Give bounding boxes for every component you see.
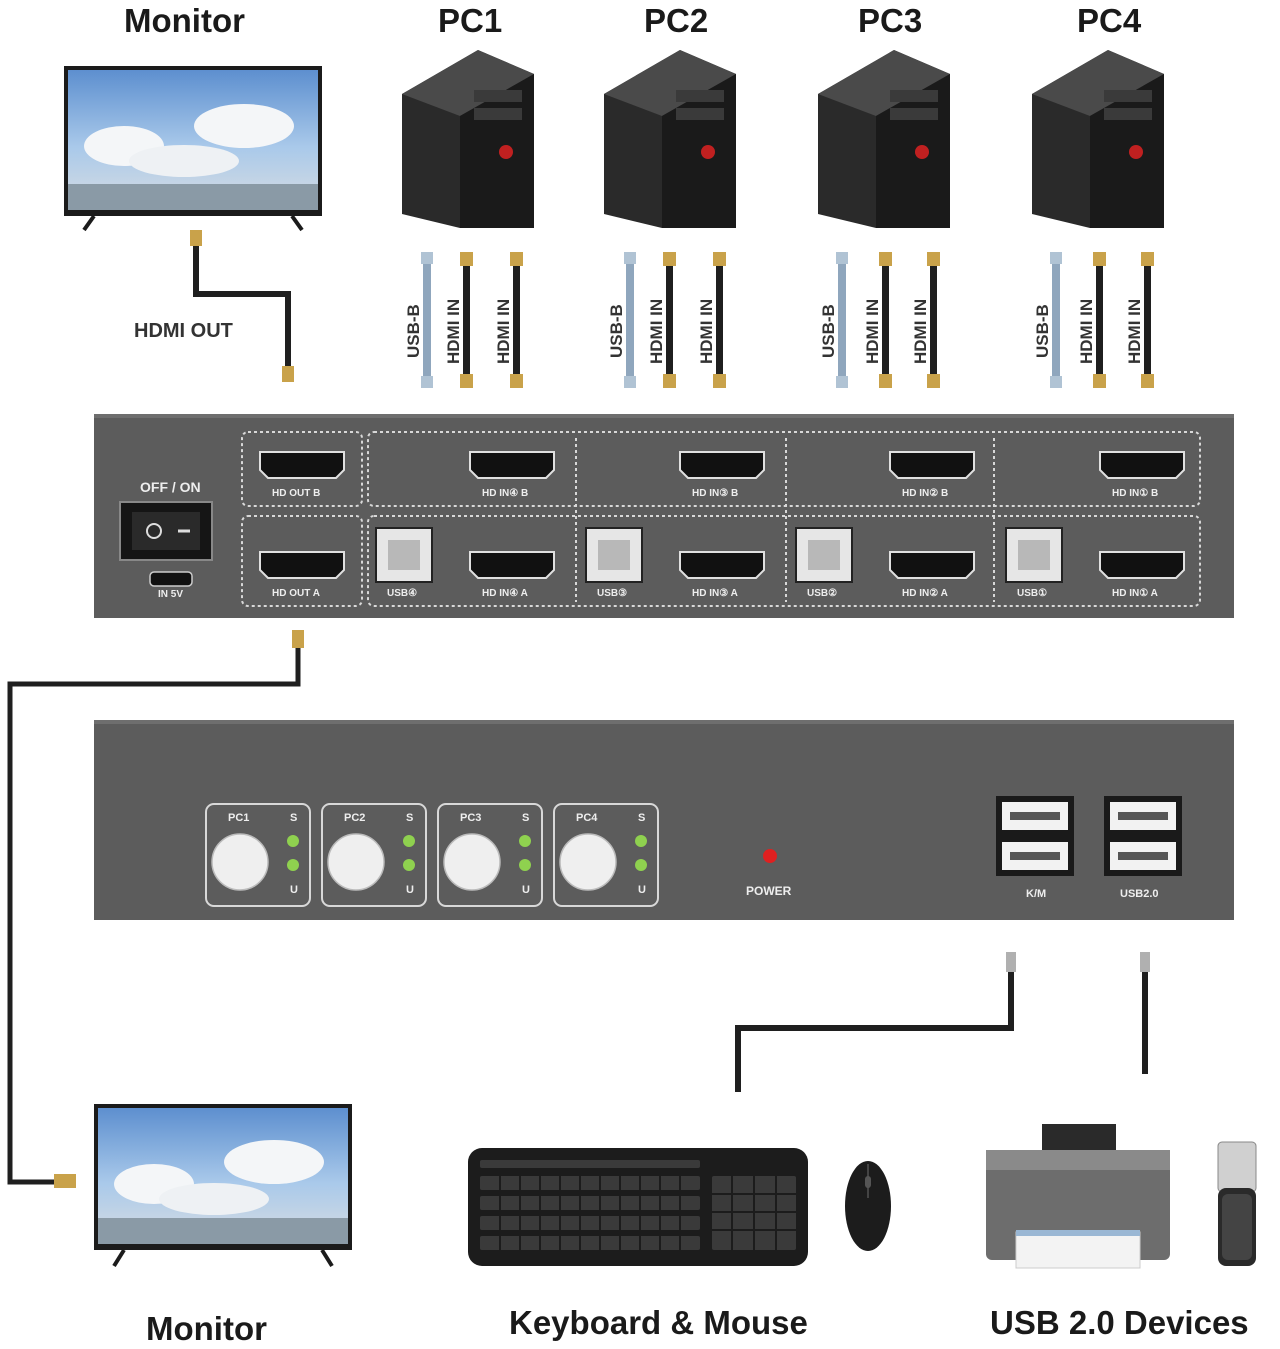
hd-in2-a-label: HD IN② A [902,588,948,599]
pc4-tower-icon [1032,50,1164,228]
led-u-label-4: U [638,884,646,896]
keyboard-icon [468,1148,808,1266]
front-btn-pc3-label: PC3 [460,812,482,824]
hd-in4-a-label: HD IN④ A [482,588,528,599]
hd-in1-a-label: HD IN① A [1112,588,1158,599]
pc3-hdmi-in-label-1: HDMI IN [863,298,882,364]
hd-out-b-label: HD OUT B [272,488,321,499]
pc1-hdmi-in-label-2: HDMI IN [494,298,513,364]
keyboard-mouse-label: Keyboard & Mouse [509,1304,808,1341]
hd-in1-b-label: HD IN① B [1112,488,1159,499]
led-s-label-1: S [290,812,298,824]
usb2-label: USB② [807,588,838,599]
hdmi-out-cable [190,230,294,382]
usb2-port-label: USB2.0 [1120,888,1159,900]
pc3-tower-icon [818,50,950,228]
pc2-usb-b-label: USB-B [607,304,626,358]
usb3-label: USB③ [597,588,628,599]
pc1-usb-b-label: USB-B [404,304,423,358]
km-label: K/M [1026,888,1047,900]
power-in-label: IN 5V [158,589,184,600]
front-btn-pc4-label: PC4 [576,812,598,824]
hd-out-a-label: HD OUT A [272,588,320,599]
usb4-label: USB④ [387,588,418,599]
pc3-label: PC3 [858,2,923,39]
led-u-label-1: U [290,884,298,896]
hdmi-out-label: HDMI OUT [134,320,233,342]
hd-in2-b-label: HD IN② B [902,488,949,499]
led-u-label-2: U [406,884,414,896]
pc2-hdmi-in-label-2: HDMI IN [697,298,716,364]
pc1-tower-icon [402,50,534,228]
front-btn-pc2-label: PC2 [344,812,366,824]
monitor-bottom-label: Monitor [146,1310,267,1347]
hdmi-out-a-cable [7,630,304,1188]
pc2-hdmi-in-label-1: HDMI IN [647,298,666,364]
pc4-hdmi-in-label-2: HDMI IN [1125,298,1144,364]
pc2-label: PC2 [644,2,709,39]
front-panel [94,720,1234,920]
pc1-label: PC1 [438,2,503,39]
led-s-label-4: S [638,812,646,824]
monitor-top-label: Monitor [124,2,245,39]
rear-panel [94,414,1234,618]
pc1-hdmi-in-label-1: HDMI IN [444,298,463,364]
power-label: POWER [746,884,792,898]
pc4-usb-b-label: USB-B [1033,304,1052,358]
led-u-label-3: U [522,884,530,896]
hd-in3-b-label: HD IN③ B [692,488,739,499]
monitor-top-icon [64,66,322,232]
power-switch-label: OFF / ON [140,479,201,495]
led-s-label-2: S [406,812,414,824]
printer-icon [986,1124,1170,1269]
usb1-label: USB① [1017,588,1048,599]
hd-in4-b-label: HD IN④ B [482,488,529,499]
pc2-tower-icon [604,50,736,228]
mouse-icon [845,1161,891,1251]
pc-cables [421,252,1154,388]
usb-drive-icon [1217,1141,1257,1266]
pc4-label: PC4 [1077,2,1142,39]
led-s-label-3: S [522,812,530,824]
monitor-bottom-icon [94,1104,352,1268]
hd-in3-a-label: HD IN③ A [692,588,738,599]
front-usb-cables [735,952,1150,1092]
pc3-hdmi-in-label-2: HDMI IN [911,298,930,364]
usb-devices-label: USB 2.0 Devices [990,1304,1249,1341]
front-btn-pc1-label: PC1 [228,812,250,824]
pc4-hdmi-in-label-1: HDMI IN [1077,298,1096,364]
pc3-usb-b-label: USB-B [819,304,838,358]
